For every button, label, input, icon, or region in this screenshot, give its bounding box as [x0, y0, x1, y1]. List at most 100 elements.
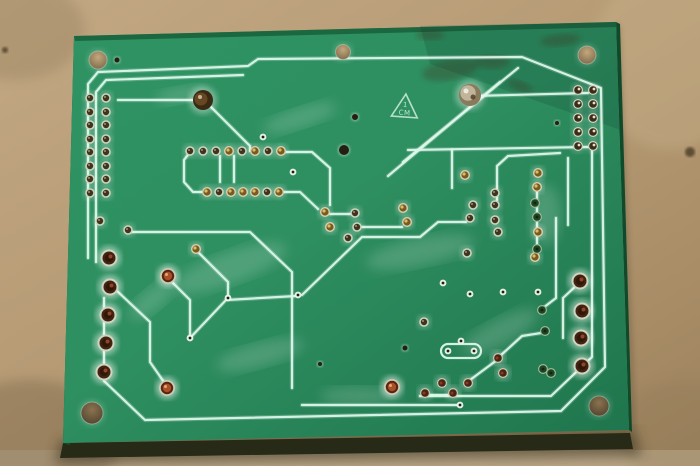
- trace: [406, 145, 590, 152]
- pad-center-hole: [541, 367, 545, 371]
- solder-pad-center: [589, 114, 597, 122]
- pad-highlight: [252, 148, 256, 152]
- pad-highlight: [592, 115, 596, 119]
- solder-pad-center: [589, 142, 597, 150]
- solder-pad-center: [491, 189, 499, 197]
- mark-line2: CM: [398, 109, 410, 118]
- pad-highlight: [104, 191, 106, 193]
- solder-pad-center: [199, 147, 207, 155]
- solder-pad-center: [494, 228, 502, 236]
- solder-pad-center: [124, 226, 132, 234]
- pad-highlight: [422, 320, 424, 322]
- smudge: [366, 234, 474, 270]
- surface-stains: [416, 30, 580, 93]
- solder-pad-center: [420, 318, 428, 326]
- solder-pad-center: [102, 175, 110, 183]
- pad-highlight: [201, 149, 203, 151]
- solder-blobs: [189, 80, 485, 114]
- pad-copper-fill: [163, 271, 173, 281]
- trace: [126, 230, 294, 390]
- pad-highlight: [592, 129, 596, 133]
- cardboard-spot: [685, 147, 695, 157]
- pad-center-hole: [533, 201, 537, 205]
- smudge: [129, 280, 175, 320]
- mounting-hole: [335, 44, 351, 60]
- smudge: [216, 338, 304, 372]
- pad-highlight: [493, 218, 495, 220]
- pad-highlight: [422, 391, 426, 395]
- pad-highlight: [204, 189, 208, 193]
- mounting-hole: [577, 45, 597, 65]
- solder-pads: [83, 83, 600, 401]
- pad-highlight: [165, 273, 168, 276]
- trace: [470, 91, 590, 98]
- solder-pad-center: [574, 114, 582, 122]
- pad-glint: [108, 254, 113, 259]
- via-hole: [261, 135, 265, 139]
- cardboard-spot: [2, 47, 8, 53]
- solder-pad-center: [469, 201, 477, 209]
- solder-pad-center: [102, 121, 110, 129]
- certification-mark: 1 CM: [389, 92, 419, 119]
- pad-glint: [105, 339, 110, 344]
- trace: [541, 216, 558, 310]
- solder-pad-center: [491, 216, 499, 224]
- pad-highlight: [532, 254, 536, 258]
- via-hole: [188, 336, 192, 340]
- trace: [194, 248, 230, 299]
- pad-highlight: [104, 177, 106, 179]
- solder-pad-center: [86, 121, 94, 129]
- pad-highlight: [592, 101, 596, 105]
- pad-highlight: [465, 381, 469, 385]
- pad-glint: [580, 334, 585, 339]
- solder-pad-center: [353, 223, 361, 231]
- pad-highlight: [88, 110, 90, 112]
- pad-highlight: [88, 164, 90, 166]
- pad-highlight: [188, 149, 190, 151]
- pad-highlight: [88, 123, 90, 125]
- pad-highlight: [462, 172, 466, 176]
- pad-highlight: [88, 191, 90, 193]
- pad-highlight: [193, 246, 197, 250]
- via-hole: [468, 292, 472, 296]
- solder-pad-center: [263, 188, 271, 196]
- trace: [468, 358, 499, 382]
- via-hole: [536, 290, 540, 294]
- pad-glint: [109, 283, 114, 288]
- via-hole: [501, 290, 505, 294]
- pad-highlight: [577, 87, 581, 91]
- mounting-hole: [80, 401, 104, 425]
- smudge: [320, 387, 400, 405]
- trace: [114, 288, 168, 387]
- solder-pad-center: [574, 100, 582, 108]
- pad-highlight: [164, 385, 167, 388]
- trace: [182, 150, 209, 194]
- trace: [498, 331, 543, 358]
- solder-pad-center: [102, 148, 110, 156]
- pad-highlight: [88, 177, 90, 179]
- pad-glint: [579, 277, 584, 282]
- trace: [279, 190, 320, 211]
- mounting-hole: [88, 50, 108, 70]
- solder-pad-center: [102, 162, 110, 170]
- stain: [507, 79, 533, 93]
- vias: [186, 133, 542, 409]
- pad-highlight: [226, 148, 230, 152]
- solder-pad-center: [466, 214, 474, 222]
- pad-highlight: [535, 170, 539, 174]
- via-hole: [458, 403, 462, 407]
- pad-highlight: [217, 190, 219, 192]
- board-top-bevel: [74, 22, 617, 41]
- pad-highlight: [88, 96, 90, 98]
- solder-pad-center: [238, 147, 246, 155]
- mounting-holes: [79, 42, 611, 426]
- pad-highlight: [353, 211, 355, 213]
- solder-pad-center: [86, 135, 94, 143]
- pad-highlight: [104, 96, 106, 98]
- pad-highlight: [439, 381, 443, 385]
- solder-pad-center: [102, 94, 110, 102]
- trace: [418, 148, 594, 398]
- pad-highlight: [535, 229, 539, 233]
- solder-pad-center: [574, 142, 582, 150]
- pad-highlight: [240, 189, 244, 193]
